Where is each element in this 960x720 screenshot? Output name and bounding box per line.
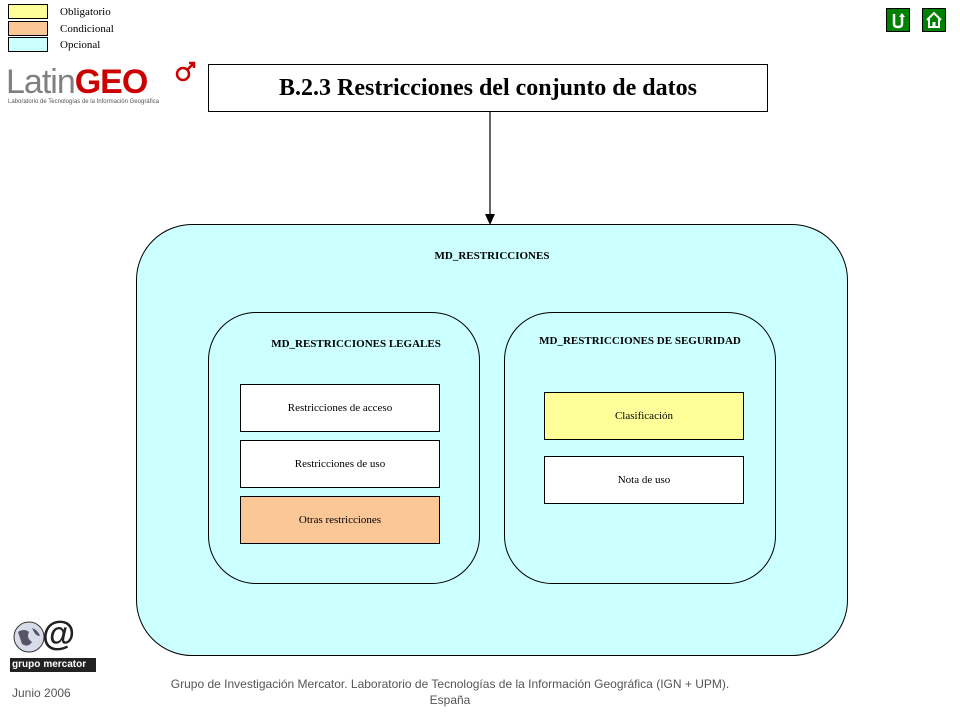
logo-text-latin: Latin [6,63,76,101]
security-restrictions-label: MD_RESTRICCIONES DE SEGURIDAD [539,335,741,347]
legend-label-obligatorio: Obligatorio [60,6,111,18]
footer-date: Junio 2006 [12,686,71,700]
footer-credits: Grupo de Investigación Mercator. Laborat… [140,676,760,708]
field-restricciones-acceso[interactable]: Restricciones de acceso [240,384,440,432]
back-button[interactable] [886,8,910,32]
return-arrow-icon [892,13,905,29]
security-restrictions-container [504,312,776,584]
logo-tagline: Laboratorio de Tecnologías de la Informa… [8,99,159,105]
legend-swatch-obligatorio [8,4,48,19]
field-nota-de-uso[interactable]: Nota de uso [544,456,744,504]
logo-text-mercator: mercator [43,659,87,670]
legend-label-opcional: Opcional [60,39,101,51]
logo-text-geo: GEO [74,63,149,101]
field-restricciones-uso[interactable]: Restricciones de uso [240,440,440,488]
globe-icon [13,621,45,653]
home-button[interactable] [922,8,946,32]
field-otras-restricciones[interactable]: Otras restricciones [240,496,440,544]
legend-swatch-condicional [8,21,48,36]
latingeo-logo: LatinGEO Laboratorio de Tecnologías de l… [6,60,198,112]
footer-line-2: España [429,693,471,707]
at-sign-icon: @ [42,615,76,653]
logo-text-grupo: grupo [12,659,41,670]
home-icon [926,11,942,28]
legal-restrictions-label: MD_RESTRICCIONES LEGALES [271,338,441,350]
md-restricciones-label: MD_RESTRICCIONES [434,250,550,262]
footer-line-1: Grupo de Investigación Mercator. Laborat… [170,677,730,691]
legend-label-condicional: Condicional [60,23,114,35]
page-title: B.2.3 Restricciones del conjunto de dato… [208,64,768,112]
legend-swatch-opcional [8,37,48,52]
connector-arrow [485,112,495,225]
gender-symbol-icon [175,61,196,82]
field-clasificacion[interactable]: Clasificación [544,392,744,440]
